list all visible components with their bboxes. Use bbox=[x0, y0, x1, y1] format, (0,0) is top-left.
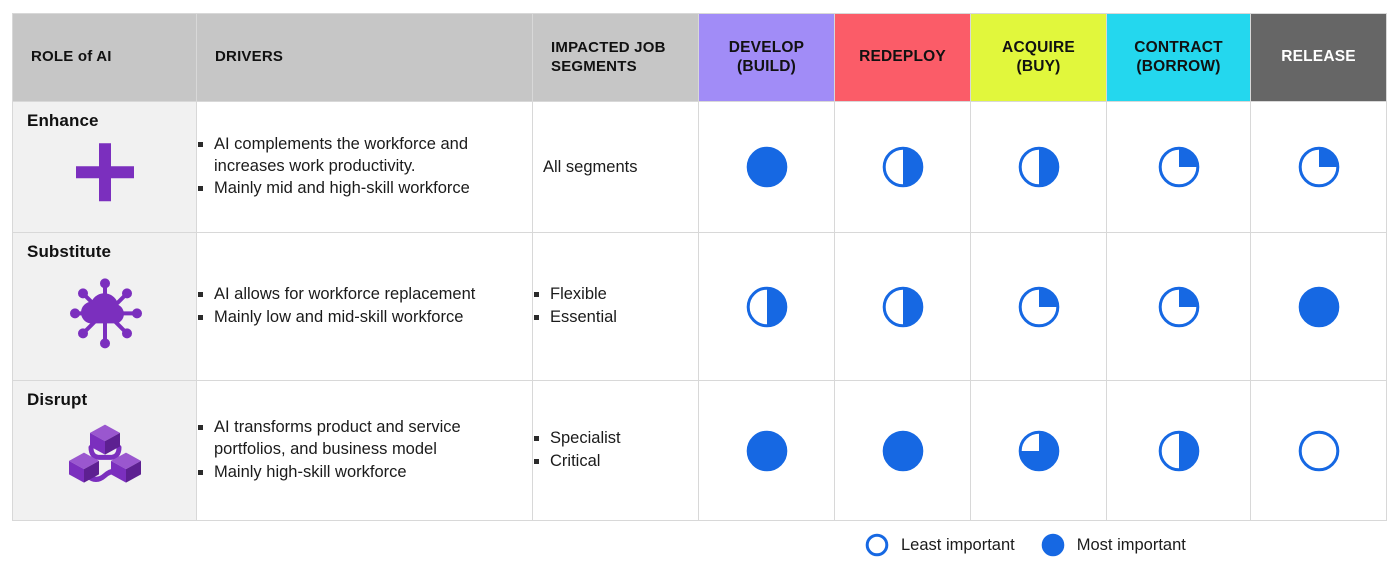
matrix-body: Enhance AI complements the workforce and … bbox=[12, 101, 1387, 521]
harvey-ball-icon bbox=[1298, 146, 1340, 188]
role-cell-substitute: Substitute bbox=[12, 232, 197, 381]
column-header-contract[interactable]: CONTRACT(BORROW) bbox=[1106, 13, 1251, 102]
column-header-release-line-0: RELEASE bbox=[1281, 48, 1356, 66]
cloud-network-icon bbox=[13, 273, 196, 353]
role-label: Disrupt bbox=[27, 390, 88, 409]
column-header-redeploy-line-0: REDEPLOY bbox=[859, 48, 946, 66]
rating-cell-enhance-contract[interactable] bbox=[1106, 101, 1251, 233]
driver-item: AI complements the workforce and increas… bbox=[197, 134, 532, 178]
column-header-drivers-line-0: DRIVERS bbox=[215, 48, 284, 66]
rating-cell-disrupt-redeploy[interactable] bbox=[834, 380, 971, 521]
driver-item: Mainly low and mid-skill workforce bbox=[197, 307, 532, 329]
rating-cell-disrupt-release[interactable] bbox=[1250, 380, 1387, 521]
role-cell-enhance: Enhance bbox=[12, 101, 197, 233]
rating-cell-enhance-acquire[interactable] bbox=[970, 101, 1107, 233]
column-header-role[interactable]: ROLE of AI bbox=[12, 13, 197, 102]
segment-text: All segments bbox=[543, 157, 638, 176]
least-important-ball-icon bbox=[865, 533, 889, 557]
blockchain-cubes-icon bbox=[13, 417, 196, 497]
rating-cell-enhance-develop[interactable] bbox=[698, 101, 835, 233]
rating-cell-substitute-contract[interactable] bbox=[1106, 232, 1251, 381]
rating-cell-substitute-redeploy[interactable] bbox=[834, 232, 971, 381]
role-label: Enhance bbox=[27, 111, 99, 130]
rating-cell-substitute-release[interactable] bbox=[1250, 232, 1387, 381]
harvey-ball-icon bbox=[1158, 146, 1200, 188]
column-header-segments-line-0: IMPACTED JOB bbox=[551, 39, 666, 57]
harvey-ball-icon bbox=[1018, 146, 1060, 188]
legend-label-most: Most important bbox=[1076, 535, 1186, 554]
harvey-ball-icon bbox=[746, 146, 788, 188]
impacted-job-segments-cell: All segments bbox=[532, 101, 699, 233]
harvey-ball-icon bbox=[1158, 286, 1200, 327]
matrix-row: Substitute AI allows for workforce replac… bbox=[12, 232, 1387, 381]
harvey-ball-icon bbox=[1018, 286, 1060, 327]
driver-item: Mainly mid and high-skill workforce bbox=[197, 178, 532, 200]
column-header-release[interactable]: RELEASE bbox=[1250, 13, 1387, 102]
harvey-ball-icon bbox=[746, 286, 788, 327]
rating-cell-disrupt-contract[interactable] bbox=[1106, 380, 1251, 521]
segment-item: Essential bbox=[533, 307, 698, 329]
rating-cell-substitute-develop[interactable] bbox=[698, 232, 835, 381]
rating-cell-substitute-acquire[interactable] bbox=[970, 232, 1107, 381]
harvey-ball-icon bbox=[746, 430, 788, 471]
column-header-acquire[interactable]: ACQUIRE(BUY) bbox=[970, 13, 1107, 102]
rating-cell-disrupt-develop[interactable] bbox=[698, 380, 835, 521]
column-header-develop-line-1: (BUILD) bbox=[736, 57, 797, 75]
harvey-ball-icon bbox=[882, 430, 924, 471]
driver-item: AI transforms product and service portfo… bbox=[197, 417, 532, 461]
legend-label-least: Least important bbox=[901, 535, 1015, 554]
matrix-row: Enhance AI complements the workforce and … bbox=[12, 101, 1387, 233]
drivers-cell: AI complements the workforce and increas… bbox=[196, 101, 533, 233]
column-header-acquire-line-1: (BUY) bbox=[1016, 57, 1061, 75]
drivers-list: AI transforms product and service portfo… bbox=[197, 417, 532, 483]
segment-item: Critical bbox=[533, 451, 698, 473]
rating-cell-enhance-release[interactable] bbox=[1250, 101, 1387, 233]
legend: Least important Most important bbox=[865, 533, 1186, 557]
column-header-acquire-line-0: ACQUIRE bbox=[1002, 38, 1075, 56]
harvey-ball-icon bbox=[1298, 430, 1340, 471]
legend-item-most: Most important bbox=[1041, 533, 1186, 557]
drivers-cell: AI transforms product and service portfo… bbox=[196, 380, 533, 521]
column-header-contract-line-1: (BORROW) bbox=[1136, 57, 1221, 75]
segment-item: Flexible bbox=[533, 284, 698, 306]
most-important-ball-icon bbox=[1041, 533, 1065, 557]
rating-cell-enhance-redeploy[interactable] bbox=[834, 101, 971, 233]
rating-cell-disrupt-acquire[interactable] bbox=[970, 380, 1107, 521]
driver-item: AI allows for workforce replacement bbox=[197, 284, 532, 306]
column-header-redeploy[interactable]: REDEPLOY bbox=[834, 13, 971, 102]
matrix-row: Disrupt AI transforms product and service… bbox=[12, 380, 1387, 521]
drivers-list: AI complements the workforce and increas… bbox=[197, 134, 532, 200]
column-header-drivers[interactable]: DRIVERS bbox=[196, 13, 533, 102]
harvey-ball-icon bbox=[1018, 430, 1060, 471]
harvey-ball-icon bbox=[882, 286, 924, 327]
harvey-ball-icon bbox=[1158, 430, 1200, 471]
plus-icon bbox=[13, 139, 196, 205]
harvey-ball-icon bbox=[882, 146, 924, 188]
column-header-segments-line-1: SEGMENTS bbox=[551, 57, 637, 75]
column-header-role-line-0: ROLE of AI bbox=[31, 48, 112, 66]
driver-item: Mainly high-skill workforce bbox=[197, 462, 532, 484]
column-header-develop[interactable]: DEVELOP(BUILD) bbox=[698, 13, 835, 102]
column-header-develop-line-0: DEVELOP bbox=[728, 38, 805, 56]
role-cell-disrupt: Disrupt bbox=[12, 380, 197, 521]
role-label: Substitute bbox=[27, 242, 112, 261]
legend-item-least: Least important bbox=[865, 533, 1015, 557]
harvey-ball-icon bbox=[1298, 286, 1340, 327]
column-header-contract-line-0: CONTRACT bbox=[1134, 38, 1223, 56]
segment-item: Specialist bbox=[533, 428, 698, 450]
